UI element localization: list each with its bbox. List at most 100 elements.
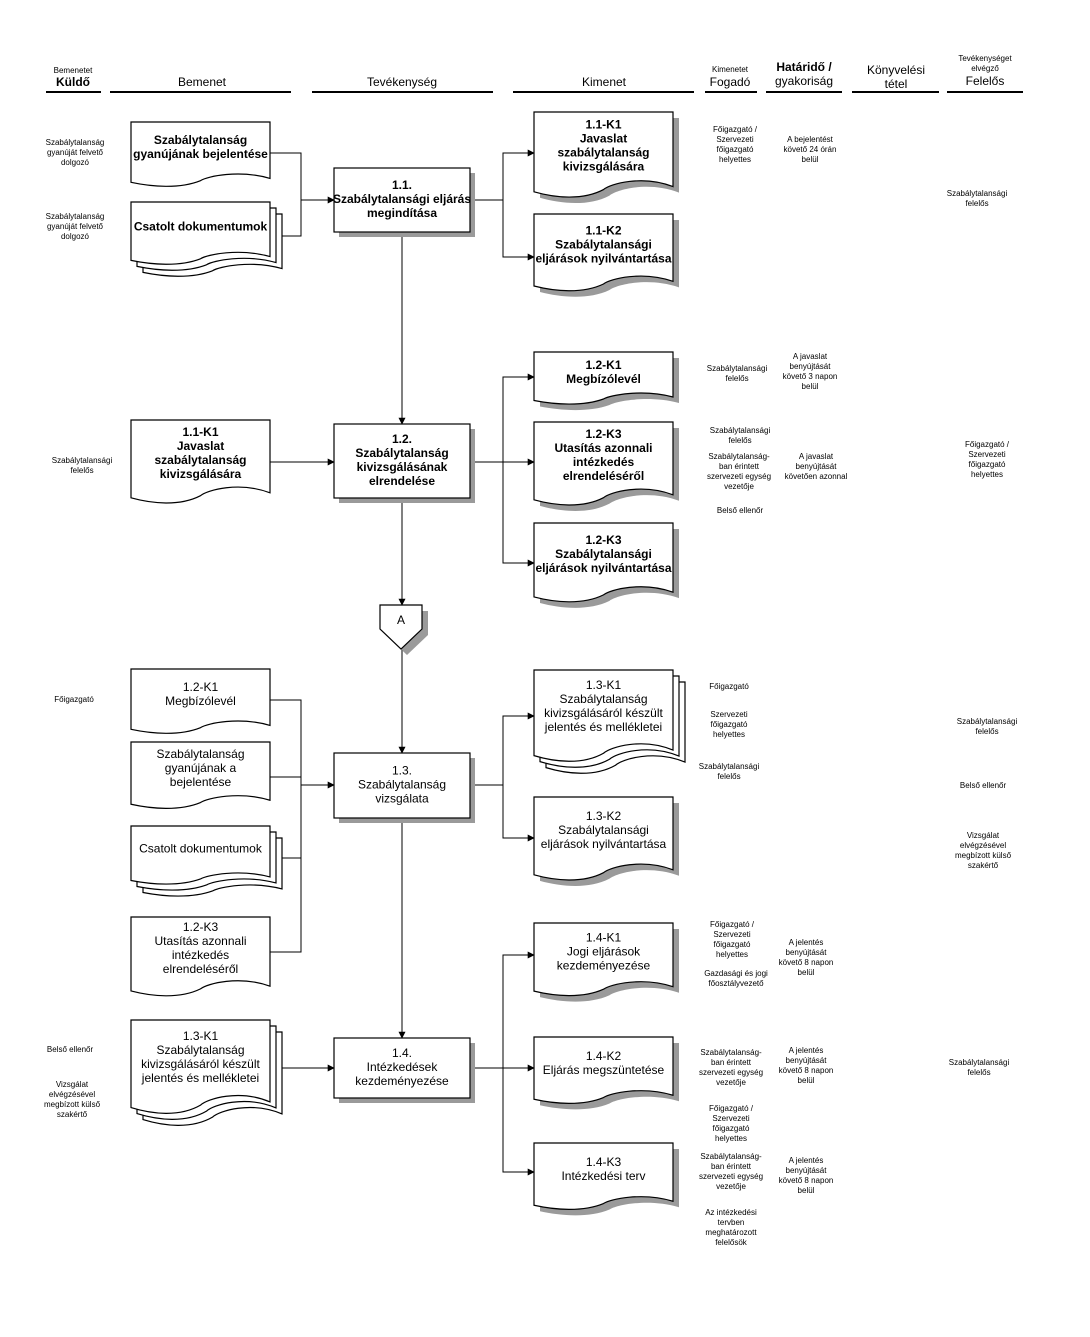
output-1-2-k1[interactable] (533, 351, 674, 405)
header-hatarido-2: gyakoriság (775, 74, 833, 88)
deadline-2-line: követő 3 napon (783, 372, 838, 381)
receiver-12-line: Főigazgató / (709, 1104, 754, 1113)
responsible-1-line: felelős (965, 199, 988, 208)
output-1-1-k2-line: 1.1-K2 (585, 223, 621, 237)
output-1-4-k3-line: Intézkedési terv (561, 1169, 645, 1183)
sender-6-line: Vizsgálat (56, 1080, 89, 1089)
sender-1-line: Szabálytalanság (46, 138, 105, 147)
output-1-1-k2[interactable] (533, 213, 674, 292)
input-utasitas-line: 1.2-K3 (183, 920, 219, 934)
output-1-3-k2[interactable] (533, 796, 674, 881)
responsible-2-line: Szervezeti (968, 450, 1006, 459)
header-felelos-sub2: elvégző (971, 64, 999, 73)
receiver-8-line: felelős (717, 772, 740, 781)
activity-1-4[interactable] (333, 1037, 471, 1099)
receiver-14-line: tervben (718, 1218, 745, 1227)
input-jelentes[interactable] (130, 1019, 271, 1114)
responsible-2-line: főigazgató (969, 460, 1006, 469)
responsible-6-line: felelős (967, 1068, 990, 1077)
sender-6-line: elvégzésével (49, 1090, 95, 1099)
input-bejelentes[interactable] (130, 121, 271, 187)
sender-1-line: dolgozó (61, 158, 90, 167)
deadline-5-line: követő 8 napon (779, 1066, 834, 1075)
deadline-2-line: A javaslat (793, 352, 828, 361)
connector-a[interactable] (379, 604, 423, 650)
output-1-2-k3-line: elrendeléséről (563, 469, 644, 483)
responsible-5-line: Vizsgálat (967, 831, 1000, 840)
header-kuldo-sub: Bemenetet (54, 66, 93, 75)
deadline-6-line: követő 8 napon (779, 1176, 834, 1185)
input-jelentes-line: 1.3-K1 (183, 1029, 219, 1043)
input-javaslat[interactable] (130, 419, 271, 504)
deadline-6-line: A jelentés (789, 1156, 824, 1165)
activity-1-1-line: 1.1. (392, 178, 412, 192)
deadline-6-line: benyújtását (786, 1166, 828, 1175)
receiver-14-line: meghatározott (705, 1228, 757, 1237)
receiver-13-line: vezetője (716, 1182, 746, 1191)
activity-1-3[interactable] (333, 752, 471, 819)
output-1-4-k1[interactable] (533, 922, 674, 997)
responsible-2-line: helyettes (971, 470, 1003, 479)
connector-a-label: A (397, 613, 405, 627)
deadline-4-line: benyújtását (786, 948, 828, 957)
receiver-9-line: Főigazgató / (710, 920, 755, 929)
input-megbizolevel[interactable] (130, 668, 271, 734)
responsible-6-line: Szabálytalansági (949, 1058, 1010, 1067)
deadline-5-line: A jelentés (789, 1046, 824, 1055)
deadline-2-line: benyújtását (790, 362, 832, 371)
receiver-10-line: Gazdasági és jogi (704, 969, 768, 978)
input-bejelentes-line: Szabálytalanság (154, 133, 247, 147)
sender-3-line: felelős (70, 466, 93, 475)
deadline-3-line: követően azonnal (785, 472, 848, 481)
deadline-4-line: belül (798, 968, 815, 977)
input-utasitas[interactable] (130, 916, 271, 997)
receiver-1-line: Főigazgató / (713, 125, 758, 134)
sender-6-line: megbízott külső (44, 1100, 101, 1109)
deadline-2-line: belül (802, 382, 819, 391)
sender-2-line: Szabálytalanság (46, 212, 105, 221)
input-bejelentes-2[interactable] (130, 741, 271, 809)
output-1-3-k1-line: jelentés és mellékletei (544, 720, 662, 734)
activity-1-2-line: elrendelése (369, 474, 435, 488)
receiver-5-line: Belső ellenőr (717, 506, 764, 515)
output-1-1-k1-line: szabálytalanság (557, 146, 649, 160)
output-1-4-k2-line: Eljárás megszüntetése (543, 1063, 665, 1077)
receiver-12-line: Szervezeti (712, 1114, 750, 1123)
receiver-12-line: helyettes (715, 1134, 747, 1143)
output-1-2-k3-line: Utasítás azonnali (554, 441, 652, 455)
header-kimenet: Kimenet (582, 75, 627, 89)
receiver-4-line: vezetője (724, 482, 754, 491)
receiver-1-line: Szervezeti (716, 135, 754, 144)
input-csatolt-1[interactable] (130, 201, 271, 265)
input-jelentes-line: Szabálytalanság (156, 1043, 244, 1057)
output-1-2-k3b-line: Szabálytalansági (555, 547, 652, 561)
receiver-9-line: helyettes (716, 950, 748, 959)
activity-1-2[interactable] (333, 423, 471, 499)
responsible-1-line: Szabálytalansági (947, 189, 1008, 198)
sender-2-line: gyanúját felvető (47, 222, 104, 231)
receiver-14-line: Az intézkedési (705, 1208, 757, 1217)
sender-1-line: gyanúját felvető (47, 148, 104, 157)
output-1-4-k2[interactable] (533, 1036, 674, 1104)
activity-1-3-line: vizsgálata (375, 792, 429, 806)
output-1-1-k1[interactable] (533, 111, 674, 198)
output-1-4-k3[interactable] (533, 1142, 674, 1210)
input-csatolt-2[interactable] (130, 825, 271, 885)
activity-1-3-line: 1.3. (392, 764, 412, 778)
input-bejelentes-2-line: bejelentése (170, 775, 232, 789)
output-1-2-k3b[interactable] (533, 522, 674, 603)
deadline-1-line: követő 24 órán (784, 145, 837, 154)
input-utasitas-line: Utasítás azonnali (154, 934, 246, 948)
responsible-5-line: elvégzésével (960, 841, 1006, 850)
receiver-6-line: Főigazgató (709, 682, 749, 691)
deadline-5-line: belül (798, 1076, 815, 1085)
activity-1-2-line: kivizsgálásának (357, 460, 448, 474)
deadline-4-line: követő 8 napon (779, 958, 834, 967)
activity-1-1[interactable] (333, 167, 471, 233)
receiver-9-line: főigazgató (714, 940, 751, 949)
output-1-2-k3[interactable] (533, 421, 674, 506)
output-1-3-k1[interactable] (533, 669, 674, 762)
sender-6-line: szakértő (57, 1110, 88, 1119)
output-1-1-k1-line: Javaslat (580, 132, 627, 146)
